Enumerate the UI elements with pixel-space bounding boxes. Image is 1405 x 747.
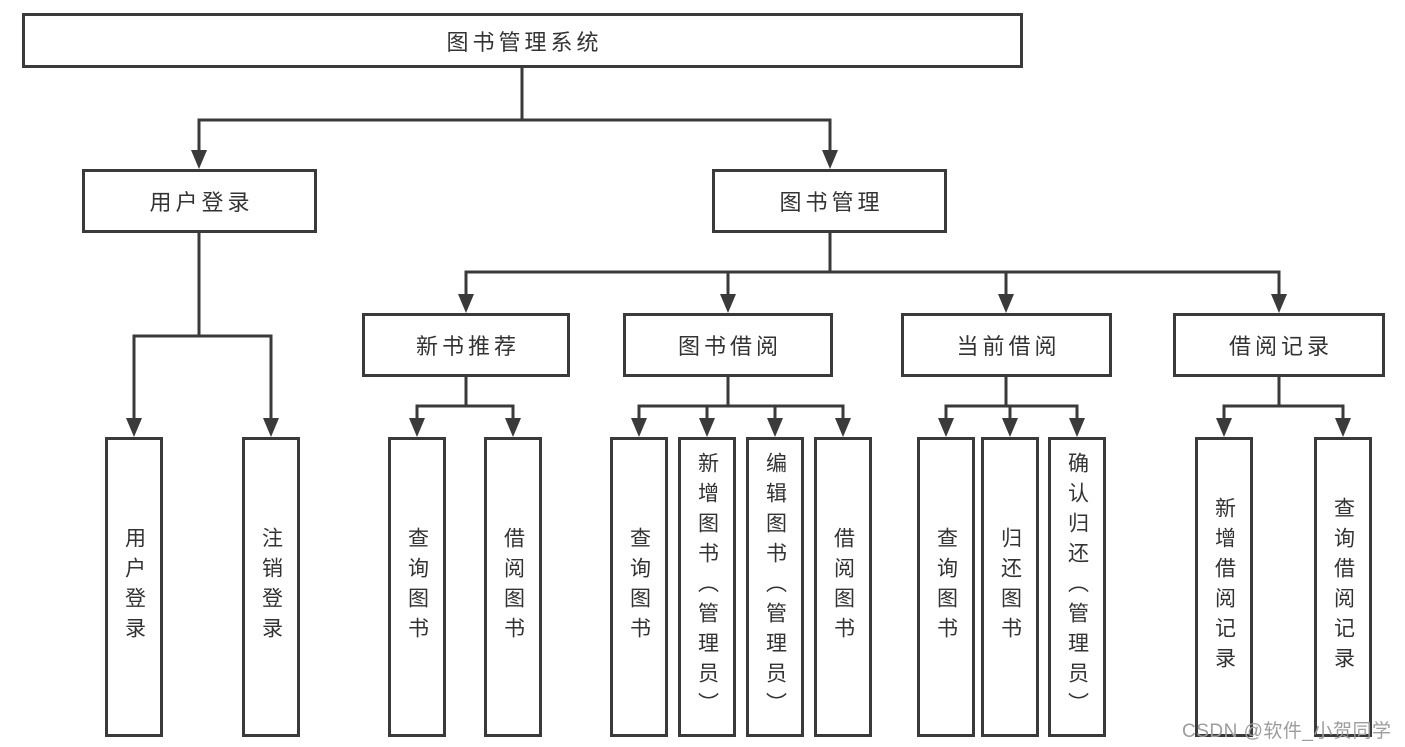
node-label: 图书借阅 xyxy=(677,334,782,359)
node-new-book-recommendation: 新书推荐 xyxy=(362,313,570,377)
leaf-query-books-borrow: 查询图书 xyxy=(610,437,668,737)
leaf-return-books: 归还图书 xyxy=(981,437,1039,737)
node-label: 借阅记录 xyxy=(1228,334,1333,359)
node-label: 查询图书 xyxy=(934,527,958,647)
leaf-borrow-books-recommend: 借阅图书 xyxy=(484,437,542,737)
node-label: 用户登录 xyxy=(149,190,254,215)
node-label: 查询借阅记录 xyxy=(1331,497,1355,677)
node-user-login: 用户登录 xyxy=(82,169,317,233)
leaf-query-books-recommend: 查询图书 xyxy=(388,437,446,737)
node-label: 新增图书（管理员） xyxy=(695,452,719,722)
node-label: 新书推荐 xyxy=(415,334,520,359)
node-label: 用户登录 xyxy=(122,527,146,647)
node-label: 确认归还（管理员） xyxy=(1065,452,1089,722)
csdn-watermark: CSDN @软件_小贺同学 xyxy=(1182,721,1392,742)
node-label: 借阅图书 xyxy=(501,527,525,647)
node-label: 查询图书 xyxy=(405,527,429,647)
node-book-management: 图书管理 xyxy=(712,169,947,233)
node-label: 借阅图书 xyxy=(831,527,855,647)
node-label: 当前借阅 xyxy=(956,334,1061,359)
leaf-borrow-books: 借阅图书 xyxy=(814,437,872,737)
node-label: 图书管理系统 xyxy=(446,29,603,55)
leaf-add-books-admin: 新增图书（管理员） xyxy=(678,437,736,737)
node-current-borrowing: 当前借阅 xyxy=(901,313,1112,377)
leaf-query-books-current: 查询图书 xyxy=(917,437,975,737)
node-borrowing-records: 借阅记录 xyxy=(1173,313,1385,377)
node-label: 注销登录 xyxy=(259,527,283,647)
node-label: 查询图书 xyxy=(627,527,651,647)
node-label: 新增借阅记录 xyxy=(1212,497,1236,677)
leaf-logout: 注销登录 xyxy=(242,437,300,737)
node-label: 归还图书 xyxy=(998,527,1022,647)
node-label: 图书管理 xyxy=(779,190,884,215)
leaf-user-login: 用户登录 xyxy=(105,437,163,737)
leaf-add-borrow-record: 新增借阅记录 xyxy=(1195,437,1253,737)
node-label: 编辑图书（管理员） xyxy=(763,452,787,722)
node-book-borrowing: 图书借阅 xyxy=(623,313,833,377)
leaf-confirm-return-admin: 确认归还（管理员） xyxy=(1048,437,1106,737)
leaf-query-borrow-record: 查询借阅记录 xyxy=(1314,437,1372,737)
leaf-edit-books-admin: 编辑图书（管理员） xyxy=(746,437,804,737)
node-library-management-system: 图书管理系统 xyxy=(22,13,1023,68)
